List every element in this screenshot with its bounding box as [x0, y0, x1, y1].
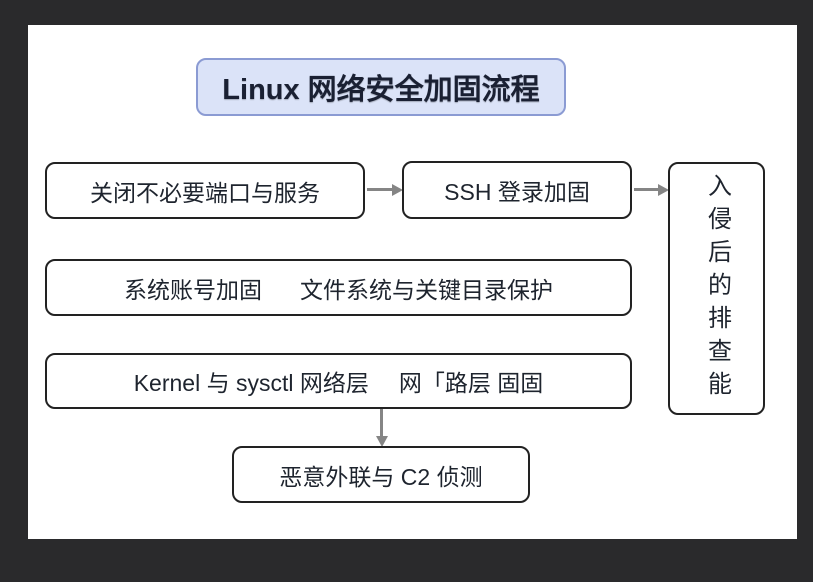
node-accounts-label: 系统账号加固	[124, 276, 262, 303]
node-close-ports: 关闭不必要端口与服务	[45, 162, 365, 219]
node-c2-detection: 恶意外联与 C2 侦测	[232, 446, 530, 503]
arrow-close-ports-to-ssh	[367, 188, 392, 191]
node-kernel-sysctl: Kernel 与 sysctl 网络层 网「路层 固固	[45, 353, 632, 409]
node-c2-detection-label: 恶意外联与 C2 侦测	[279, 463, 483, 490]
node-ssh-hardening: SSH 登录加固	[402, 161, 632, 219]
node-ssh-hardening-label: SSH 登录加固	[444, 179, 590, 205]
node-close-ports-label: 关闭不必要端口与服务	[90, 179, 320, 206]
node-network-layer-label: 网「路层 固固	[398, 370, 544, 396]
diagram-title-node: Linux 网络安全加固流程	[196, 58, 566, 116]
node-post-intrusion-label: 入侵后的排查能	[703, 173, 731, 404]
node-kernel-sysctl-label: Kernel 与 sysctl 网络层	[133, 370, 369, 396]
node-accounts-and-filesystem: 系统账号加固 文件系统与关键目录保护	[45, 259, 632, 316]
diagram-canvas: Linux 网络安全加固流程 关闭不必要端口与服务 SSH 登录加固 入侵后的排…	[28, 25, 797, 539]
arrow-ssh-to-post-intrusion	[634, 188, 658, 191]
diagram-title-label: Linux 网络安全加固流程	[222, 74, 540, 106]
node-post-intrusion: 入侵后的排查能	[668, 162, 765, 415]
arrow-kernel-to-c2	[380, 409, 383, 436]
node-filesystem-label: 文件系统与关键目录保护	[300, 276, 553, 303]
